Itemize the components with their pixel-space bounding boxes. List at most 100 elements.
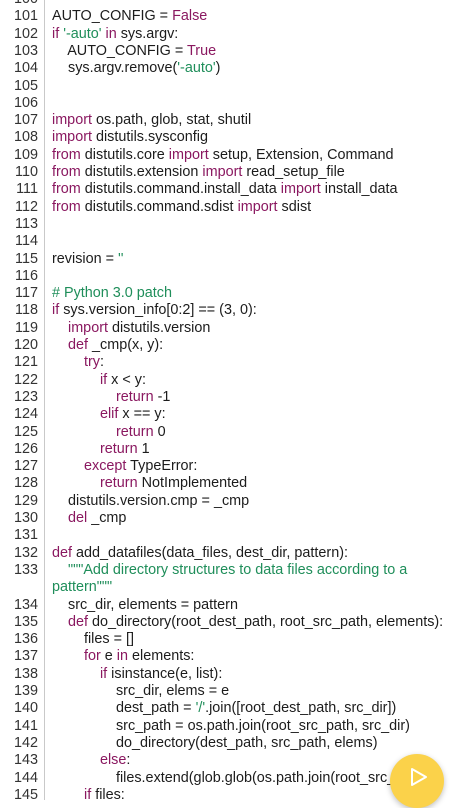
code-line[interactable]: 125 return 0 xyxy=(0,424,464,441)
code-line[interactable]: 123 return -1 xyxy=(0,389,464,406)
code-line[interactable]: 141 src_path = os.path.join(root_src_pat… xyxy=(0,718,464,735)
code-line[interactable]: 117# Python 3.0 patch xyxy=(0,285,464,302)
code-line[interactable]: 106 xyxy=(0,95,464,112)
code-token: src_dir, elements = pattern xyxy=(52,596,238,613)
code-token xyxy=(52,752,100,768)
code-line[interactable]: 105 xyxy=(0,78,464,95)
line-number: 124 xyxy=(13,406,38,423)
code-line[interactable]: 100 xyxy=(0,0,464,8)
code-line[interactable]: 132 def add_datafiles(data_files, dest_di… xyxy=(0,545,464,562)
code-line[interactable]: 127 except TypeError: xyxy=(0,458,464,475)
code-line[interactable]: 134 src_dir, elements = pattern xyxy=(0,597,464,614)
code-line[interactable]: 103 AUTO_CONFIG = True xyxy=(0,43,464,60)
code-token: NotImplemented xyxy=(137,475,248,492)
line-number: 139 xyxy=(13,683,38,699)
code-line[interactable]: 113 xyxy=(0,216,464,233)
keyword-token: if xyxy=(99,665,108,682)
code-token: ) xyxy=(215,60,221,77)
code-token: install_data xyxy=(320,181,398,198)
line-number: 122 xyxy=(13,371,38,388)
line-number: 126 xyxy=(13,440,38,457)
code-line[interactable]: 138 if isinstance(e, list): xyxy=(0,666,464,683)
code-line[interactable]: 142 do_directory(dest_path, src_path, el… xyxy=(0,735,464,752)
line-code: if '-auto' in sys.argv: xyxy=(52,26,178,43)
code-token: sys.version_info[0:2] == (3, 0): xyxy=(59,302,257,319)
code-line[interactable]: 144 files.extend(glob.glob(os.path.join(… xyxy=(0,770,464,787)
line-code: sys.argv.remove('-auto') xyxy=(52,60,220,77)
line-code: def add_datafiles(data_files, dest_dir, … xyxy=(52,545,348,562)
code-line[interactable]: 145 if files: xyxy=(0,787,464,800)
line-code: from distutils.command.install_data impo… xyxy=(52,181,398,198)
code-token xyxy=(52,648,84,664)
keyword-token: elif xyxy=(99,406,119,423)
code-line[interactable]: 140 dest_path = '/'.join([root_dest_path… xyxy=(0,700,464,717)
code-line[interactable]: 137 for e in elements: xyxy=(0,648,464,665)
code-line[interactable]: 135 def do_directory(root_dest_path, roo… xyxy=(0,614,464,631)
line-code: files.extend(glob.glob(os.path.join(root… xyxy=(52,770,464,787)
keyword-token: True xyxy=(187,42,217,59)
line-number: 145 xyxy=(13,786,38,800)
line-code: dest_path = '/'.join([root_dest_path, sr… xyxy=(52,700,396,717)
line-number: 140 xyxy=(13,700,38,717)
line-code: revision = '' xyxy=(52,251,124,268)
line-code: from distutils.command.sdist import sdis… xyxy=(52,199,311,216)
code-line[interactable]: 129 distutils.version.cmp = _cmp xyxy=(0,493,464,510)
code-line[interactable]: 130 del _cmp xyxy=(0,510,464,527)
line-number: 138 xyxy=(13,665,38,682)
code-line[interactable]: 114 xyxy=(0,233,464,250)
code-line[interactable]: 143 else: xyxy=(0,752,464,769)
code-line[interactable]: 121 try: xyxy=(0,354,464,371)
code-line[interactable]: 131 xyxy=(0,527,464,544)
line-number: 127 xyxy=(13,458,38,475)
keyword-token: False xyxy=(172,8,208,25)
line-number: 107 xyxy=(13,112,38,129)
code-line[interactable]: 124 elif x == y: xyxy=(0,406,464,423)
code-line[interactable]: 133 """Add directory structures to data … xyxy=(0,562,464,597)
keyword-token: from xyxy=(52,198,81,215)
code-token: : xyxy=(100,354,104,371)
code-token xyxy=(52,562,68,578)
line-code: """Add directory structures to data file… xyxy=(52,562,452,597)
code-token xyxy=(52,320,68,336)
code-token: distutils.sysconfig xyxy=(91,129,208,146)
line-number: 128 xyxy=(13,475,38,492)
line-code: if x < y: xyxy=(52,372,146,389)
code-token: distutils.version.cmp = _cmp xyxy=(52,492,250,509)
line-number: 130 xyxy=(13,510,38,526)
code-line[interactable]: 116 xyxy=(0,268,464,285)
run-button[interactable] xyxy=(390,754,444,808)
keyword-token: import xyxy=(68,319,108,336)
code-token xyxy=(52,614,68,630)
line-number: 132 xyxy=(13,544,38,561)
line-number: 113 xyxy=(15,215,38,232)
code-line[interactable]: 122 if x < y: xyxy=(0,372,464,389)
code-token: .join([root_dest_path, src_dir]) xyxy=(205,700,397,717)
line-number: 115 xyxy=(15,250,38,267)
code-line[interactable]: 120 def _cmp(x, y): xyxy=(0,337,464,354)
code-line[interactable]: 136 files = [] xyxy=(0,631,464,648)
line-code: del _cmp xyxy=(52,510,126,527)
line-code: src_dir, elems = e xyxy=(52,683,229,700)
code-line[interactable]: 115 revision = '' xyxy=(0,251,464,268)
code-line[interactable]: 139 src_dir, elems = e xyxy=(0,683,464,700)
code-token: e xyxy=(100,648,117,665)
line-number: 110 xyxy=(15,164,38,180)
code-line[interactable]: 126 return 1 xyxy=(0,441,464,458)
code-token: _cmp xyxy=(87,510,127,526)
code-line[interactable]: 119 import distutils.version xyxy=(0,320,464,337)
code-line[interactable]: 128 return NotImplemented xyxy=(0,475,464,492)
code-line[interactable]: 104 sys.argv.remove('-auto') xyxy=(0,60,464,77)
code-token: sys.argv.remove( xyxy=(52,60,178,77)
code-token: distutils.command.install_data xyxy=(80,181,281,198)
code-token: x < y: xyxy=(107,371,146,388)
